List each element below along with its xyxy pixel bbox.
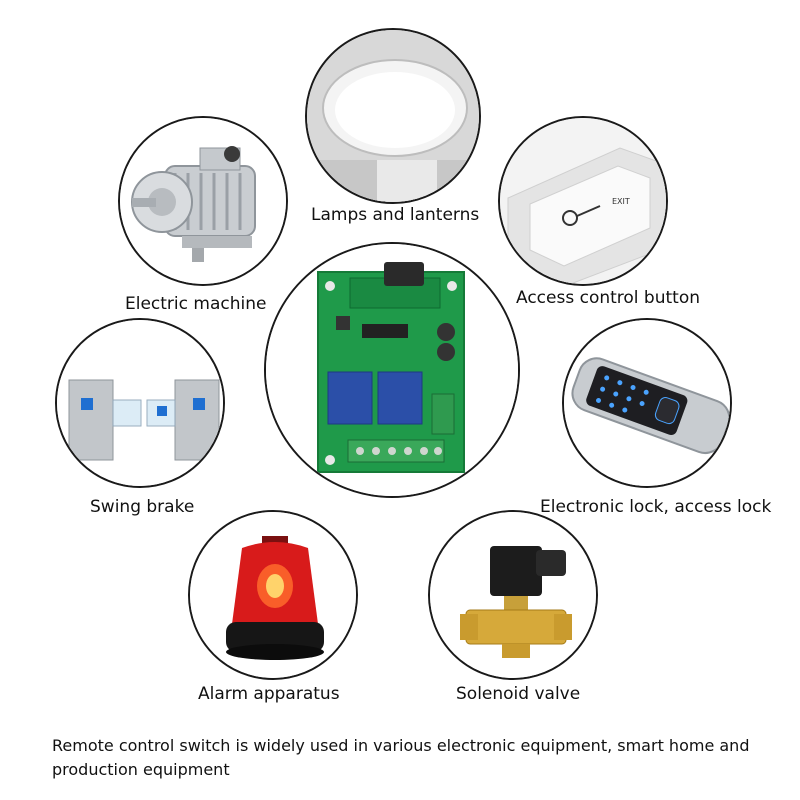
- electronic-lock-circle: [562, 318, 732, 488]
- ceiling-lamp-icon: [307, 30, 479, 202]
- swing-brake-circle: [55, 318, 225, 488]
- lamps-circle: [305, 28, 481, 204]
- electric-machine-circle: [118, 116, 288, 286]
- swing-brake-label: Swing brake: [90, 497, 195, 517]
- access-button-circle: EXIT: [498, 116, 668, 286]
- alarm-circle: [188, 510, 358, 680]
- lamps-label: Lamps and lanterns: [311, 205, 480, 225]
- solenoid-valve-icon: [430, 512, 596, 678]
- keypad-lock-icon: [564, 320, 730, 486]
- solenoid-circle: [428, 510, 598, 680]
- alarm-label: Alarm apparatus: [198, 684, 340, 704]
- electronic-lock-label: Electronic lock, access lock: [540, 497, 772, 517]
- exit-button-icon: EXIT: [500, 118, 666, 284]
- turnstile-icon: [57, 320, 223, 486]
- access-button-label: Access control button: [516, 288, 701, 308]
- electric-machine-label: Electric machine: [125, 294, 267, 314]
- caption: Remote control switch is widely used in …: [52, 736, 750, 779]
- alarm-light-icon: [190, 512, 356, 678]
- relay-board-circle: [264, 242, 520, 498]
- solenoid-label: Solenoid valve: [456, 684, 581, 704]
- relay-board-icon: [266, 244, 518, 496]
- svg-text:EXIT: EXIT: [612, 197, 630, 206]
- motor-icon: [120, 118, 286, 284]
